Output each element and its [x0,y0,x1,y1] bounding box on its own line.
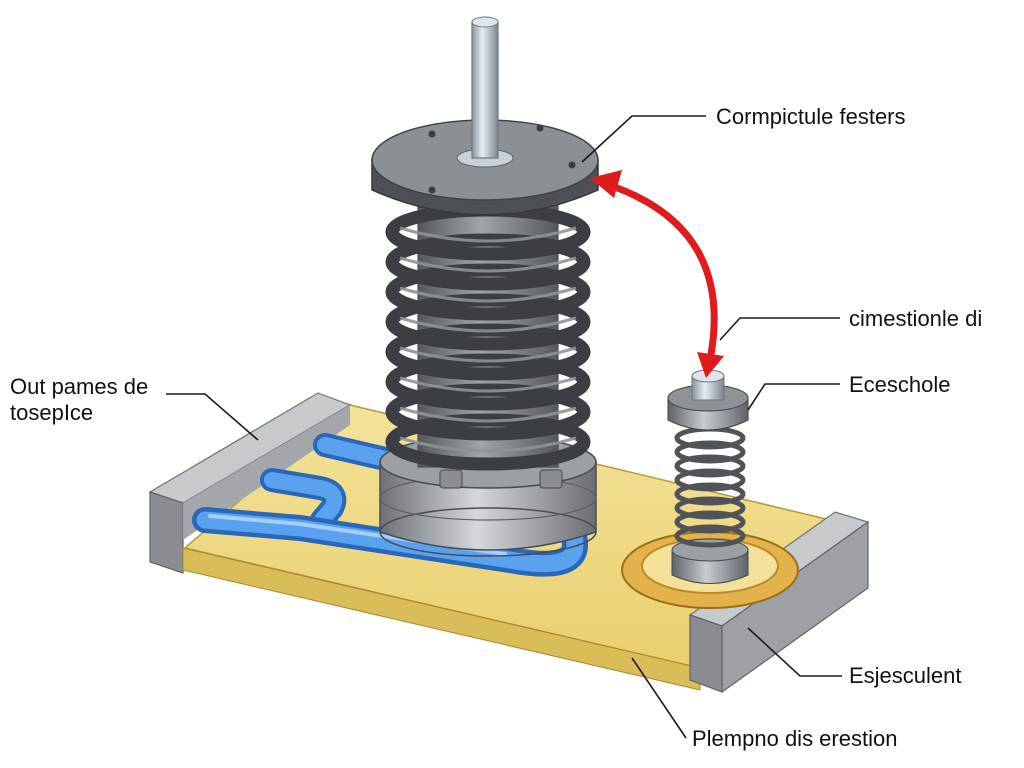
label-plempno-dis-erestion: Plempno dis erestion [692,726,898,751]
tray-right-wall-side [721,520,869,694]
tray-left-wall-front [149,491,184,574]
arrow-head-top [590,170,622,198]
label-esjesculent: Esjesculent [849,663,962,688]
main-spring-column [371,16,599,557]
label-cimestionle-di: cimestionle di [849,306,983,331]
label-cormpictule-festers: Cormpictule festers [716,104,906,129]
transfer-arrow [590,170,724,378]
tray-front-edge [182,547,701,691]
central-rod [471,21,499,159]
leader-lines [166,115,842,739]
label-out-pames-de: Out pames de tosepIce [10,374,200,426]
arrow-head-bottom [697,352,724,378]
label-left-line1: Out pames de [10,374,149,399]
label-eceschole: Eceschole [849,372,951,397]
small-spring-assembly [621,369,799,609]
label-left-line2: tosepIce [10,400,94,425]
tray-right-wall-front [689,614,723,693]
